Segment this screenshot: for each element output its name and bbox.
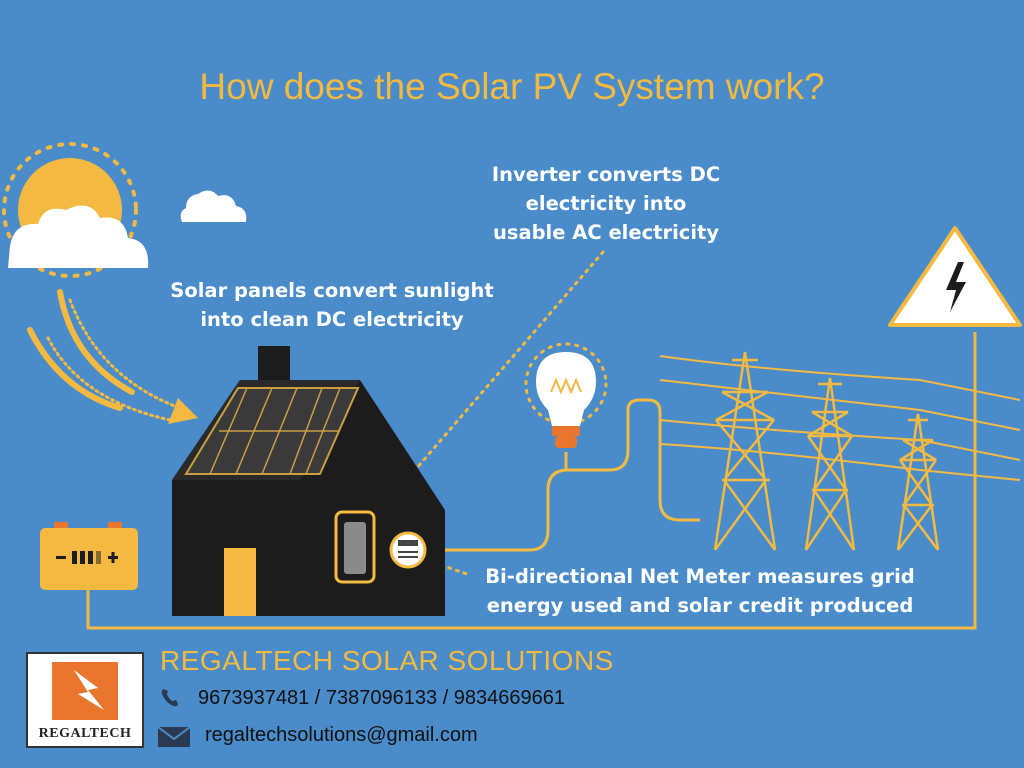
mail-icon <box>157 726 191 747</box>
panels-caption-line: Solar panels convert sunlight <box>170 279 494 302</box>
logo-text: REGALTECH <box>38 726 132 741</box>
transmission-tower-icon <box>713 351 777 551</box>
regaltech-logo-icon: REGALTECH <box>26 652 144 748</box>
phone-numbers: 9673937481 / 7387096133 / 9834669661 <box>198 687 566 709</box>
inverter-caption-line: usable AC electricity <box>492 221 720 244</box>
email-address: regaltechsolutions@gmail.com <box>205 724 478 746</box>
company-name: REGALTECH SOLAR SOLUTIONS <box>160 645 614 676</box>
meter-caption-line: Bi-directional Net Meter measures grid <box>485 565 915 588</box>
solar-system-diagram <box>2 142 1022 630</box>
panels-caption-line: into clean DC electricity <box>200 308 464 331</box>
inverter-caption-line: Inverter converts DC <box>491 163 721 186</box>
high-voltage-sign-icon <box>888 226 1022 327</box>
cloud-icon <box>180 190 247 222</box>
inverter-icon <box>334 510 376 584</box>
transmission-tower-icon <box>804 377 856 551</box>
solar-panel-icon <box>184 387 360 475</box>
inverter-caption: Inverter converts DC electricity into us… <box>474 160 738 247</box>
power-lines <box>659 355 1021 481</box>
phone-icon <box>161 689 178 707</box>
panels-caption: Solar panels convert sunlight into clean… <box>140 276 524 334</box>
page-title: How does the Solar PV System work? <box>199 66 825 107</box>
meter-caption-line: energy used and solar credit produced <box>486 594 914 617</box>
net-meter-icon <box>389 531 427 569</box>
battery-icon <box>40 522 138 590</box>
meter-caption: Bi-directional Net Meter measures grid e… <box>466 562 934 620</box>
transmission-tower-icon <box>896 413 940 551</box>
inverter-caption-line: electricity into <box>525 192 687 215</box>
cloud-icon <box>8 205 149 268</box>
house-icon <box>172 346 445 616</box>
light-bulb-icon <box>524 342 608 448</box>
sun-ray-arrows <box>27 289 198 424</box>
